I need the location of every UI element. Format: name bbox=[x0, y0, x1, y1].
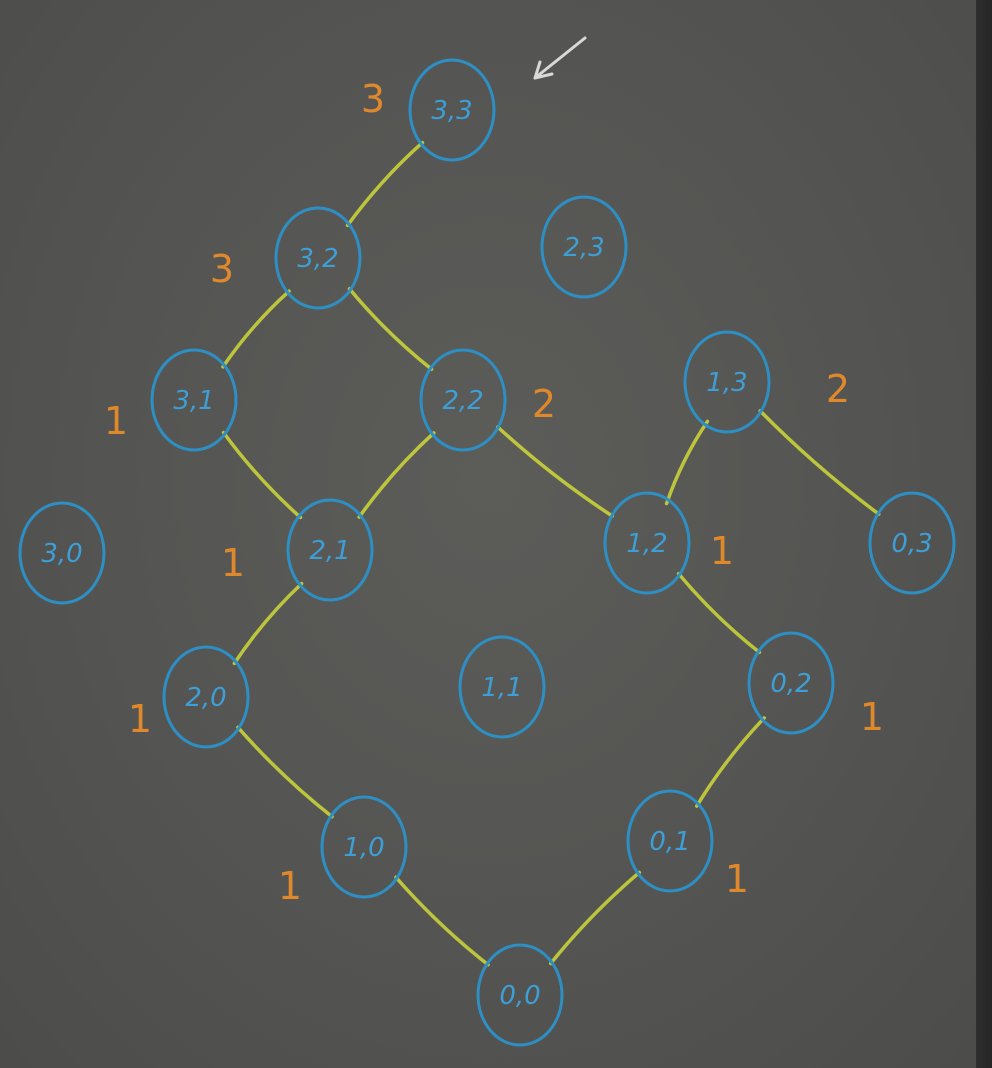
node-label: 2,1 bbox=[309, 536, 350, 566]
node-label: 3,1 bbox=[173, 386, 214, 416]
edge-2-2-to-2-1 bbox=[357, 431, 436, 519]
node-circle bbox=[408, 58, 496, 162]
cost-label-2-0: 1 bbox=[128, 697, 152, 741]
node-label: 1,0 bbox=[343, 833, 384, 863]
cost-label-2-1: 1 bbox=[221, 541, 245, 585]
edge-2-1-to-2-0 bbox=[232, 581, 304, 666]
node-circle bbox=[868, 491, 956, 595]
node-circle bbox=[626, 789, 714, 893]
node-circle bbox=[286, 498, 374, 602]
edge-0-1-to-0-0 bbox=[548, 870, 642, 966]
node-circle bbox=[162, 645, 250, 749]
node-circle bbox=[747, 631, 835, 735]
cost-label-1-2: 1 bbox=[710, 529, 734, 573]
node-1-0: 1,0 bbox=[320, 795, 408, 899]
node-label: 3,3 bbox=[431, 96, 472, 126]
node-label: 0,2 bbox=[770, 669, 811, 699]
edge-1-3-to-0-3 bbox=[758, 409, 881, 516]
node-0-2: 0,2 bbox=[747, 631, 835, 735]
node-label: 1,2 bbox=[626, 529, 667, 559]
node-label: 3,2 bbox=[297, 244, 338, 274]
edge-3-1-to-2-1 bbox=[221, 430, 303, 520]
node-label: 2,2 bbox=[442, 386, 483, 416]
edge-2-0-to-1-0 bbox=[236, 725, 334, 819]
edge-2-2-to-1-2 bbox=[495, 425, 615, 518]
edge-3-2-to-3-1 bbox=[221, 289, 291, 369]
edge-1-0-to-0-0 bbox=[394, 875, 490, 967]
node-label: 0,0 bbox=[499, 981, 540, 1011]
node-3-2: 3,2 bbox=[274, 206, 362, 310]
node-label: 1,1 bbox=[481, 673, 522, 703]
node-0-3: 0,3 bbox=[868, 491, 956, 595]
node-circle bbox=[458, 635, 546, 739]
node-2-0: 2,0 bbox=[162, 645, 250, 749]
cost-label-3-2: 3 bbox=[210, 247, 234, 291]
node-circle bbox=[476, 943, 564, 1047]
node-circle bbox=[603, 491, 691, 595]
node-3-1: 3,1 bbox=[150, 348, 238, 452]
node-label: 0,3 bbox=[891, 529, 932, 559]
node-0-1: 0,1 bbox=[626, 789, 714, 893]
node-1-2: 1,2 bbox=[603, 491, 691, 595]
node-label: 3,0 bbox=[41, 539, 82, 569]
nodes-layer: 3,3 3,2 2,3 3,1 2,2 1,3 3,0 2,1 1,2 0,3 2,0 1,1 0,2 1… bbox=[18, 58, 956, 1047]
node-2-2: 2,2 bbox=[419, 348, 507, 452]
edge-0-2-to-0-1 bbox=[695, 716, 766, 808]
edge-1-3-to-1-2 bbox=[664, 419, 710, 506]
node-circle bbox=[320, 795, 408, 899]
edge-3-2-to-2-2 bbox=[347, 287, 434, 371]
node-circle bbox=[683, 330, 771, 434]
edges-layer bbox=[221, 140, 881, 967]
cost-label-1-3: 2 bbox=[826, 367, 850, 411]
cost-label-2-2: 2 bbox=[532, 382, 556, 426]
node-2-1: 2,1 bbox=[286, 498, 374, 602]
node-0-0: 0,0 bbox=[476, 943, 564, 1047]
window-edge bbox=[976, 0, 992, 1068]
cost-label-3-3: 3 bbox=[361, 77, 385, 121]
node-3-3: 3,3 bbox=[408, 58, 496, 162]
node-circle bbox=[419, 348, 507, 452]
node-circle bbox=[274, 206, 362, 310]
edge-1-2-to-0-2 bbox=[676, 571, 762, 655]
node-label: 2,0 bbox=[185, 683, 226, 713]
node-label: 0,1 bbox=[649, 827, 690, 857]
arrow-pointer-icon bbox=[533, 36, 587, 80]
node-label: 2,3 bbox=[563, 233, 604, 263]
node-2-3: 2,3 bbox=[540, 195, 628, 299]
node-1-1: 1,1 bbox=[458, 635, 546, 739]
cost-label-1-0: 1 bbox=[278, 864, 302, 908]
node-3-0: 3,0 bbox=[18, 501, 106, 605]
node-circle bbox=[18, 501, 106, 605]
edge-3-3-to-3-2 bbox=[345, 140, 425, 228]
costs-layer: 3 3 1 2 2 1 1 1 1 1 1 bbox=[104, 77, 884, 908]
cost-label-0-1: 1 bbox=[725, 857, 749, 901]
node-circle bbox=[150, 348, 238, 452]
cost-label-0-2: 1 bbox=[860, 695, 884, 739]
cost-label-3-1: 1 bbox=[104, 399, 128, 443]
node-circle bbox=[540, 195, 628, 299]
node-1-3: 1,3 bbox=[683, 330, 771, 434]
node-label: 1,3 bbox=[706, 368, 747, 398]
